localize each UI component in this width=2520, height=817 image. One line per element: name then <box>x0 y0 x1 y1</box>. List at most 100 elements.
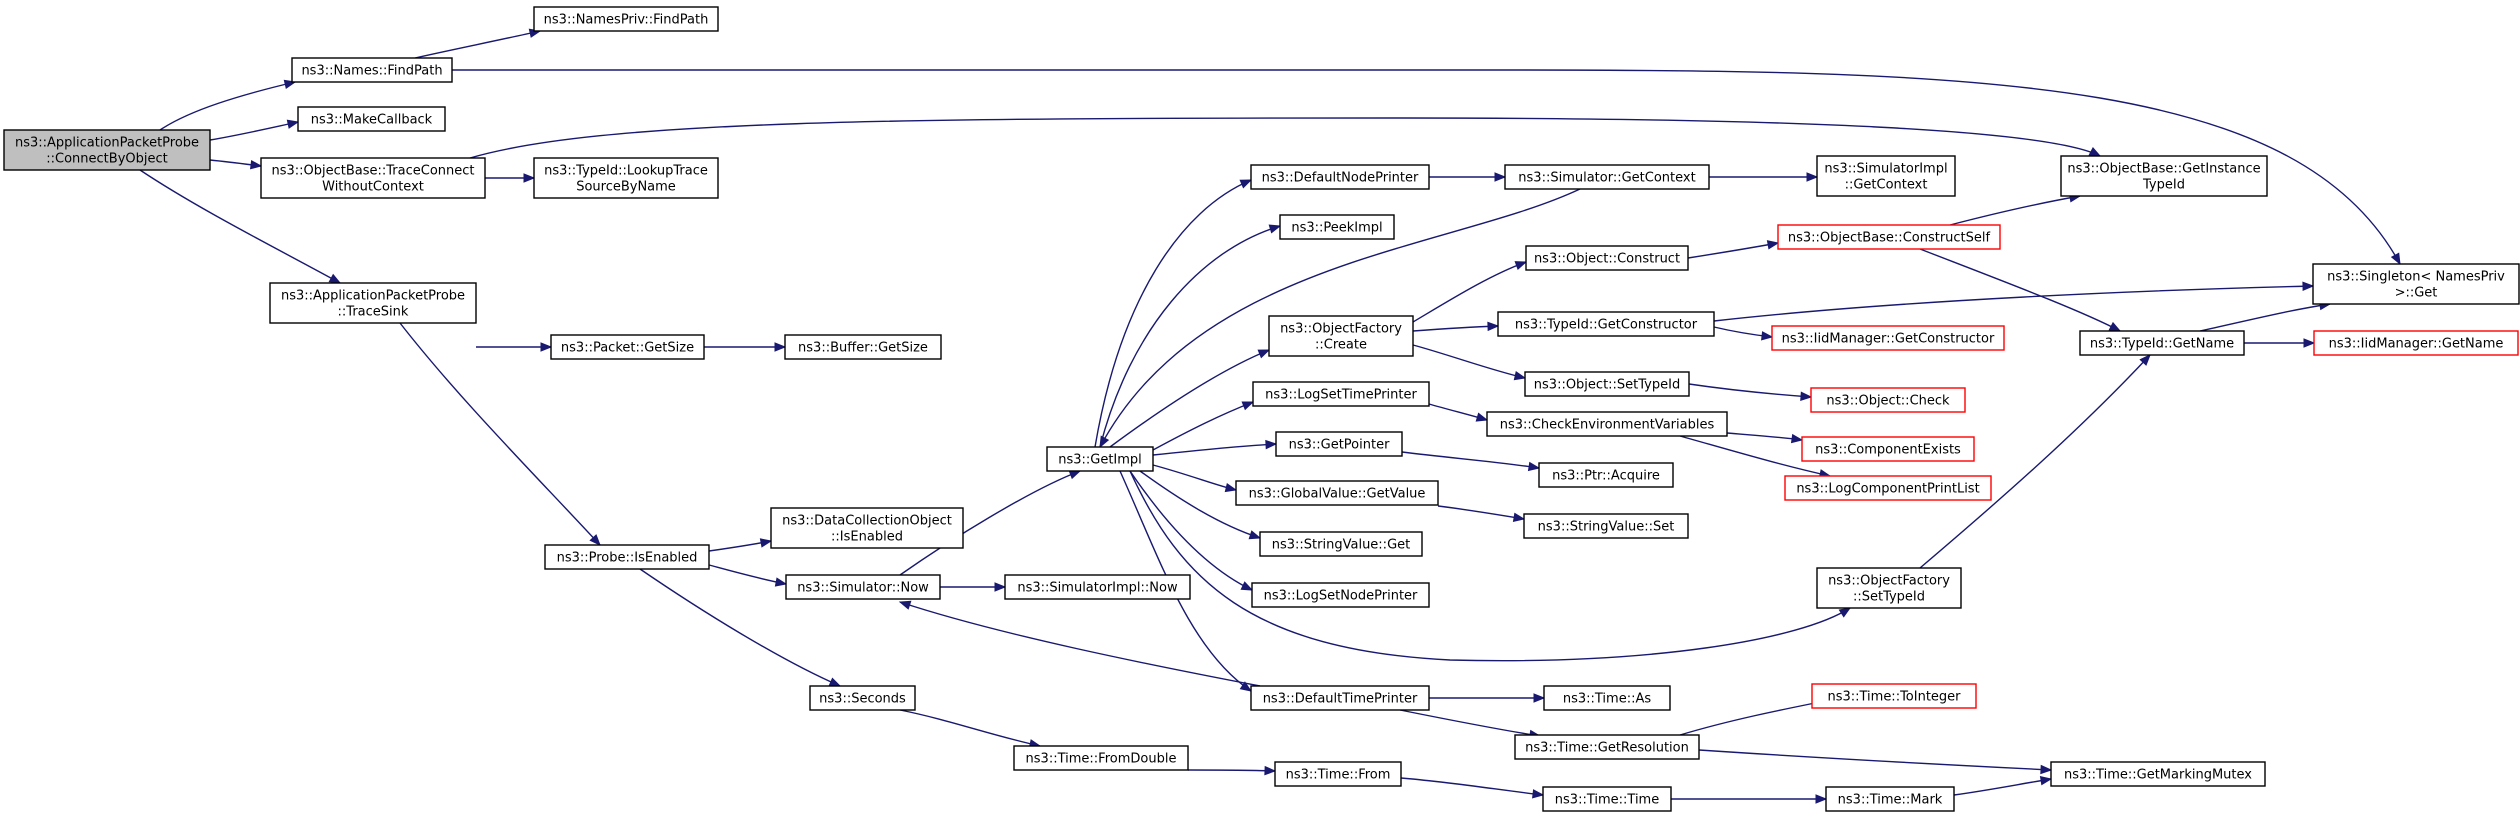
edge-line <box>1698 749 2052 771</box>
node-root[interactable]: ns3::ApplicationPacketProbe::ConnectByOb… <box>3 129 211 171</box>
node-label: ns3::ComponentExists <box>1815 443 1961 458</box>
node-label: ns3::Object::SetTypeId <box>1534 378 1680 393</box>
arrowhead <box>1766 240 1780 250</box>
node-object-factory-create[interactable]: ns3::ObjectFactory::Create <box>1268 315 1414 357</box>
node-box <box>260 157 486 199</box>
node-get-impl[interactable]: ns3::GetImpl <box>1046 446 1154 472</box>
node-simulator-now[interactable]: ns3::Simulator::Now <box>785 574 941 600</box>
node-buffer-get-size[interactable]: ns3::Buffer::GetSize <box>784 334 942 360</box>
edge-line <box>1949 195 2081 226</box>
node-label: ns3::Time::ToInteger <box>1827 690 1961 705</box>
node-time-as[interactable]: ns3::Time::As <box>1543 685 1671 711</box>
edge-line <box>1129 470 1253 591</box>
edge-simulator_get_context-to-get_impl <box>1099 188 1581 449</box>
node-time-time[interactable]: ns3::Time::Time <box>1542 786 1672 812</box>
node-names-priv-find-path[interactable]: ns3::NamesPriv::FindPath <box>533 6 719 32</box>
node-object-factory-set-type-id[interactable]: ns3::ObjectFactory::SetTypeId <box>1816 567 1962 609</box>
edge-root-to-names_find_path <box>159 79 297 131</box>
node-label: ::SetTypeId <box>1853 590 1925 605</box>
node-label: ns3::SimulatorImpl <box>1824 162 1947 177</box>
edge-trace_connect-to-object_base_get_instance_type_id <box>469 117 2102 159</box>
node-box <box>1504 164 1710 190</box>
edge-object_factory_create-to-object_set_type_id <box>1412 344 1527 381</box>
arrowhead <box>1815 794 1828 804</box>
edge-simulator_now-to-simulator_impl_now <box>940 582 1007 592</box>
node-iid-manager-get-constructor[interactable]: ns3::IidManager::GetConstructor <box>1771 325 2005 351</box>
edge-line <box>1152 401 1254 451</box>
node-make-callback[interactable]: ns3::MakeCallback <box>297 106 446 132</box>
node-packet-get-size[interactable]: ns3::Packet::GetSize <box>550 334 705 360</box>
node-type-id-get-constructor[interactable]: ns3::TypeId::GetConstructor <box>1497 311 1715 337</box>
node-type-id-get-name[interactable]: ns3::TypeId::GetName <box>2079 330 2245 356</box>
node-seconds[interactable]: ns3::Seconds <box>809 685 916 711</box>
arrowhead <box>1240 581 1254 591</box>
node-iid-manager-get-name[interactable]: ns3::IidManager::GetName <box>2313 330 2519 356</box>
node-simulator-impl-get-context[interactable]: ns3::SimulatorImpl::GetContext <box>1816 155 1956 197</box>
node-time-from[interactable]: ns3::Time::From <box>1274 761 1402 787</box>
node-label: ns3::DataCollectionObject <box>782 514 952 529</box>
node-object-check[interactable]: ns3::Object::Check <box>1810 387 1966 413</box>
node-ptr-acquire[interactable]: ns3::Ptr::Acquire <box>1538 462 1674 488</box>
node-label: ns3::Singleton< NamesPriv <box>2327 270 2505 285</box>
node-box <box>1810 387 1966 413</box>
node-trace-connect[interactable]: ns3::ObjectBase::TraceConnectWithoutCont… <box>260 157 486 199</box>
node-dco-is-enabled[interactable]: ns3::DataCollectionObject::IsEnabled <box>770 507 964 549</box>
arrowhead <box>328 273 342 284</box>
node-box <box>544 544 710 570</box>
node-default-node-printer[interactable]: ns3::DefaultNodePrinter <box>1250 164 1430 190</box>
arrowhead <box>2390 252 2401 266</box>
node-simulator-impl-now[interactable]: ns3::SimulatorImpl::Now <box>1004 574 1191 600</box>
node-label: ns3::Buffer::GetSize <box>798 341 928 356</box>
node-trace-sink[interactable]: ns3::ApplicationPacketProbe::TraceSink <box>269 282 477 324</box>
node-label: ::ConnectByObject <box>46 152 167 167</box>
node-object-set-type-id[interactable]: ns3::Object::SetTypeId <box>1524 371 1690 397</box>
node-log-set-node-printer[interactable]: ns3::LogSetNodePrinter <box>1251 582 1430 608</box>
node-component-exists[interactable]: ns3::ComponentExists <box>1801 436 1975 462</box>
node-default-time-printer[interactable]: ns3::DefaultTimePrinter <box>1250 685 1430 711</box>
node-label: ::Create <box>1315 338 1367 353</box>
node-box <box>2312 263 2520 305</box>
edge-default_time_printer-to-simulator_now <box>898 600 1261 687</box>
node-time-get-resolution[interactable]: ns3::Time::GetResolution <box>1514 734 1700 760</box>
node-time-mark[interactable]: ns3::Time::Mark <box>1825 786 1955 812</box>
node-box <box>1250 164 1430 190</box>
node-label: ns3::ObjectBase::GetInstance <box>2067 162 2260 177</box>
edge-time_get_resolution-to-get_marking_mutex <box>1698 749 2053 775</box>
node-probe-is-enabled[interactable]: ns3::Probe::IsEnabled <box>544 544 710 570</box>
edge-get_impl-to-peek_impl <box>1099 224 1282 448</box>
node-string-value-get[interactable]: ns3::StringValue::Get <box>1259 531 1423 557</box>
node-log-component-print-list[interactable]: ns3::LogComponentPrintList <box>1784 475 1992 501</box>
node-label: ns3::Time::As <box>1563 692 1652 707</box>
node-get-marking-mutex[interactable]: ns3::Time::GetMarkingMutex <box>2050 761 2266 787</box>
node-log-set-time-printer[interactable]: ns3::LogSetTimePrinter <box>1252 381 1430 407</box>
node-singleton-get[interactable]: ns3::Singleton< NamesPriv>::Get <box>2312 263 2520 305</box>
node-box <box>1543 685 1671 711</box>
node-label: ns3::PeekImpl <box>1291 221 1382 236</box>
arrowhead <box>1512 512 1526 522</box>
node-box <box>1268 315 1414 357</box>
node-time-to-integer[interactable]: ns3::Time::ToInteger <box>1811 683 1977 709</box>
edge-object_base_construct_self-to-object_base_get_instance_type_id <box>1949 193 2082 226</box>
node-label: WithoutContext <box>322 180 424 195</box>
node-label: ns3::Simulator::Now <box>797 581 929 596</box>
node-get-pointer[interactable]: ns3::GetPointer <box>1275 431 1403 457</box>
node-peek-impl[interactable]: ns3::PeekImpl <box>1279 214 1395 240</box>
node-label: ns3::Seconds <box>819 692 906 707</box>
node-global-value-get-value[interactable]: ns3::GlobalValue::GetValue <box>1235 480 1439 506</box>
node-names-find-path[interactable]: ns3::Names::FindPath <box>291 57 453 83</box>
edge-line <box>2199 303 2331 332</box>
arrowhead <box>2088 146 2102 157</box>
node-string-value-set[interactable]: ns3::StringValue::Set <box>1523 513 1689 539</box>
node-object-construct[interactable]: ns3::Object::Construct <box>1525 245 1689 271</box>
arrowhead <box>1265 439 1278 450</box>
node-object-base-construct-self[interactable]: ns3::ObjectBase::ConstructSelf <box>1777 224 2001 250</box>
node-box <box>2050 761 2266 787</box>
arrowhead <box>1099 435 1110 449</box>
node-simulator-get-context[interactable]: ns3::Simulator::GetContext <box>1504 164 1710 190</box>
node-time-from-double[interactable]: ns3::Time::FromDouble <box>1013 745 1189 771</box>
node-check-env-vars[interactable]: ns3::CheckEnvironmentVariables <box>1486 411 1728 437</box>
node-label: ns3::ApplicationPacketProbe <box>15 136 199 151</box>
